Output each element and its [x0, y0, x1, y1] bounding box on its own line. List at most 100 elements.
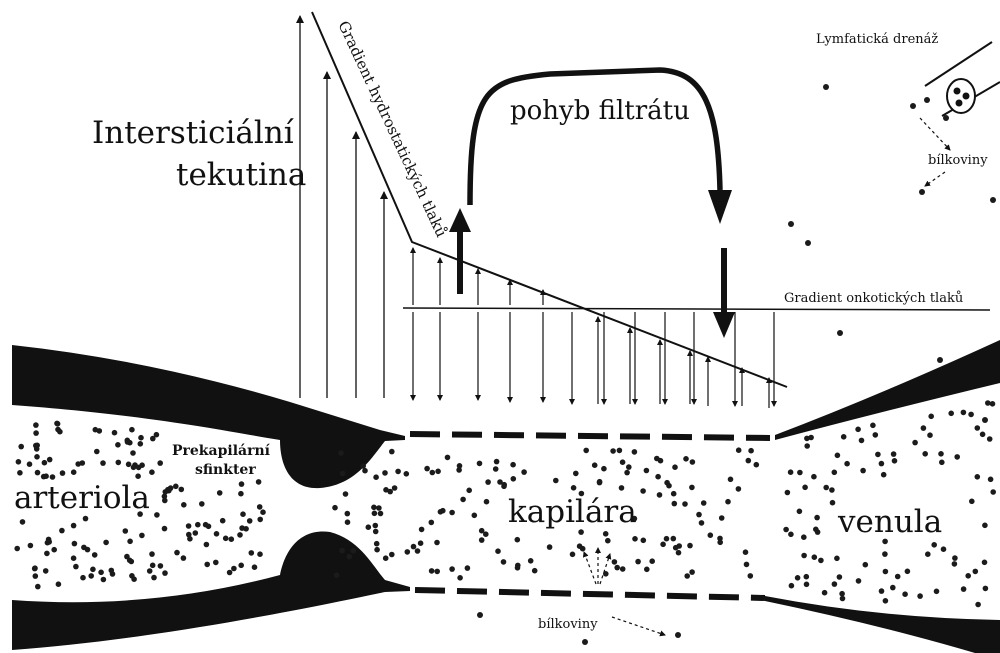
particle	[676, 550, 682, 556]
particle	[223, 536, 229, 542]
particle	[395, 469, 401, 475]
particle	[736, 486, 742, 492]
particle	[115, 442, 121, 448]
particle	[892, 458, 898, 464]
particle	[818, 558, 824, 564]
particle	[804, 436, 810, 442]
protein-movement-arrows	[584, 118, 950, 635]
particle	[18, 444, 24, 450]
particle	[658, 458, 664, 464]
particle	[815, 529, 821, 535]
particle	[383, 487, 389, 493]
particle	[373, 529, 379, 535]
particle	[660, 542, 666, 548]
particle	[829, 487, 835, 493]
particle	[449, 566, 455, 572]
particle	[345, 511, 351, 517]
particle	[157, 460, 163, 466]
particle	[501, 559, 507, 565]
venule-lower-wall	[765, 596, 1000, 653]
particle	[186, 532, 192, 538]
particle	[671, 536, 677, 542]
particle	[644, 567, 650, 573]
particle	[614, 565, 620, 571]
particle	[103, 540, 109, 546]
interstitial-fluid-label-line1: Intersticiální	[92, 115, 295, 151]
capillary-upper-wall	[410, 434, 770, 438]
particle	[203, 522, 209, 528]
particle	[465, 565, 471, 571]
particle	[71, 469, 77, 475]
particle	[943, 115, 949, 121]
particle	[748, 573, 754, 579]
particle	[937, 357, 943, 363]
particle	[33, 422, 39, 428]
particle	[193, 530, 199, 536]
particle	[173, 484, 179, 490]
particle	[252, 564, 258, 570]
particle	[515, 537, 521, 543]
particle	[975, 602, 981, 608]
particle	[632, 536, 638, 542]
particle	[130, 450, 136, 456]
lymphatic-drainage-label: Lymfatická drenáž	[816, 32, 938, 47]
proteins-label-bottom: bílkoviny	[538, 617, 598, 632]
particle	[429, 520, 435, 526]
particle	[373, 523, 379, 529]
particle	[240, 511, 246, 517]
particle	[389, 552, 395, 558]
particle	[863, 562, 869, 568]
particle	[343, 491, 349, 497]
particle	[837, 330, 843, 336]
particle	[840, 596, 846, 602]
particle	[744, 562, 750, 568]
arteriole-lower-wall	[12, 532, 410, 650]
particle	[135, 473, 141, 479]
particle	[619, 485, 625, 491]
particle	[35, 470, 41, 476]
particle	[684, 573, 690, 579]
particle	[256, 479, 262, 485]
particle	[46, 537, 52, 543]
particle	[17, 470, 23, 476]
particle	[227, 570, 233, 576]
particle	[374, 547, 380, 553]
particle	[883, 569, 889, 575]
particle	[131, 576, 137, 582]
particle	[620, 459, 626, 465]
particle	[844, 461, 850, 467]
particle	[415, 548, 421, 554]
particle	[961, 586, 967, 592]
particle	[151, 575, 157, 581]
particle	[123, 528, 129, 534]
particle	[73, 564, 79, 570]
particle	[804, 574, 810, 580]
particle	[257, 517, 263, 523]
oncotic-gradient-line	[403, 308, 990, 310]
particle	[92, 552, 98, 558]
particle	[788, 221, 794, 227]
particle	[938, 451, 944, 457]
particle	[805, 240, 811, 246]
particle	[521, 469, 527, 475]
particle	[150, 436, 156, 442]
particle	[905, 569, 911, 575]
particle	[952, 561, 958, 567]
particle	[982, 417, 988, 423]
particle	[214, 531, 220, 537]
particle	[814, 515, 820, 521]
particle	[28, 543, 34, 549]
particle	[875, 452, 881, 458]
particle	[366, 524, 372, 530]
particle	[804, 582, 810, 588]
particle	[378, 511, 384, 517]
particle	[553, 478, 559, 484]
particle	[162, 526, 168, 532]
particle	[83, 516, 89, 522]
particle	[649, 558, 655, 564]
particle	[689, 485, 695, 491]
particle	[515, 565, 521, 571]
particle	[129, 427, 135, 433]
particle	[973, 569, 979, 575]
